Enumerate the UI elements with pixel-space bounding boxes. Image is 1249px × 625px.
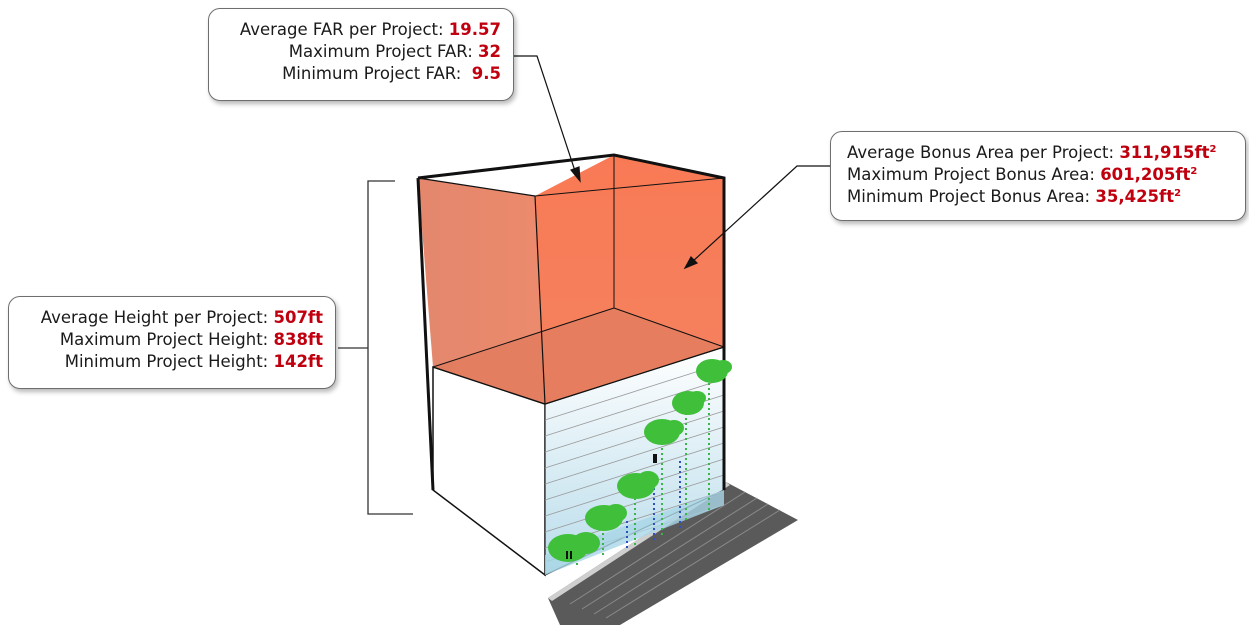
height-bracket-icon — [338, 180, 413, 515]
bonus-maximum-value: 601,205ft2 — [1100, 165, 1198, 184]
height-maximum-value: 838ft — [273, 330, 323, 349]
bonus-volume-edges — [416, 153, 726, 491]
blue-trunks — [626, 460, 681, 548]
far-minimum-label: Minimum Project FAR: — [282, 64, 462, 83]
height-callout: Average Height per Project: 507ft Maximu… — [8, 296, 336, 389]
height-maximum-label: Maximum Project Height: — [59, 330, 269, 349]
callout-arrow-icon — [514, 55, 830, 270]
height-minimum-value: 142ft — [273, 352, 323, 371]
far-average-line: Average FAR per Project: 19.57 — [221, 19, 501, 41]
tree-icon — [548, 359, 732, 562]
bonus-maximum-label: Maximum Project Bonus Area: — [847, 165, 1095, 184]
height-average-label: Average Height per Project: — [40, 308, 269, 327]
far-maximum-value: 32 — [478, 42, 501, 61]
height-minimum-label: Minimum Project Height: — [64, 352, 269, 371]
bonus-area-callout: Average Bonus Area per Project: 311,915f… — [830, 131, 1246, 221]
bonus-volume-floor — [433, 308, 724, 404]
far-maximum-label: Maximum Project FAR: — [288, 42, 473, 61]
height-maximum-line: Maximum Project Height: 838ft — [21, 329, 323, 351]
people-icons — [566, 454, 657, 559]
bonus-average-value: 311,915ft2 — [1119, 143, 1217, 162]
far-average-label: Average FAR per Project: — [239, 20, 444, 39]
far-maximum-line: Maximum Project FAR: 32 — [221, 41, 501, 63]
height-average-value: 507ft — [273, 308, 323, 327]
far-callout: Average FAR per Project: 19.57 Maximum P… — [208, 8, 514, 101]
bonus-minimum-line: Minimum Project Bonus Area: 35,425ft2 — [847, 186, 1233, 208]
far-average-value: 19.57 — [448, 20, 501, 39]
bonus-maximum-line: Maximum Project Bonus Area: 601,205ft2 — [847, 164, 1233, 186]
bonus-minimum-label: Minimum Project Bonus Area: — [847, 187, 1091, 206]
bonus-average-label: Average Bonus Area per Project: — [847, 143, 1115, 162]
bonus-minimum-value: 35,425ft2 — [1095, 187, 1182, 206]
far-minimum-line: Minimum Project FAR: 9.5 — [221, 63, 501, 85]
height-average-line: Average Height per Project: 507ft — [21, 307, 323, 329]
far-minimum-value: 9.5 — [471, 64, 501, 83]
bonus-average-line: Average Bonus Area per Project: 311,915f… — [847, 142, 1233, 164]
height-minimum-line: Minimum Project Height: 142ft — [21, 351, 323, 373]
